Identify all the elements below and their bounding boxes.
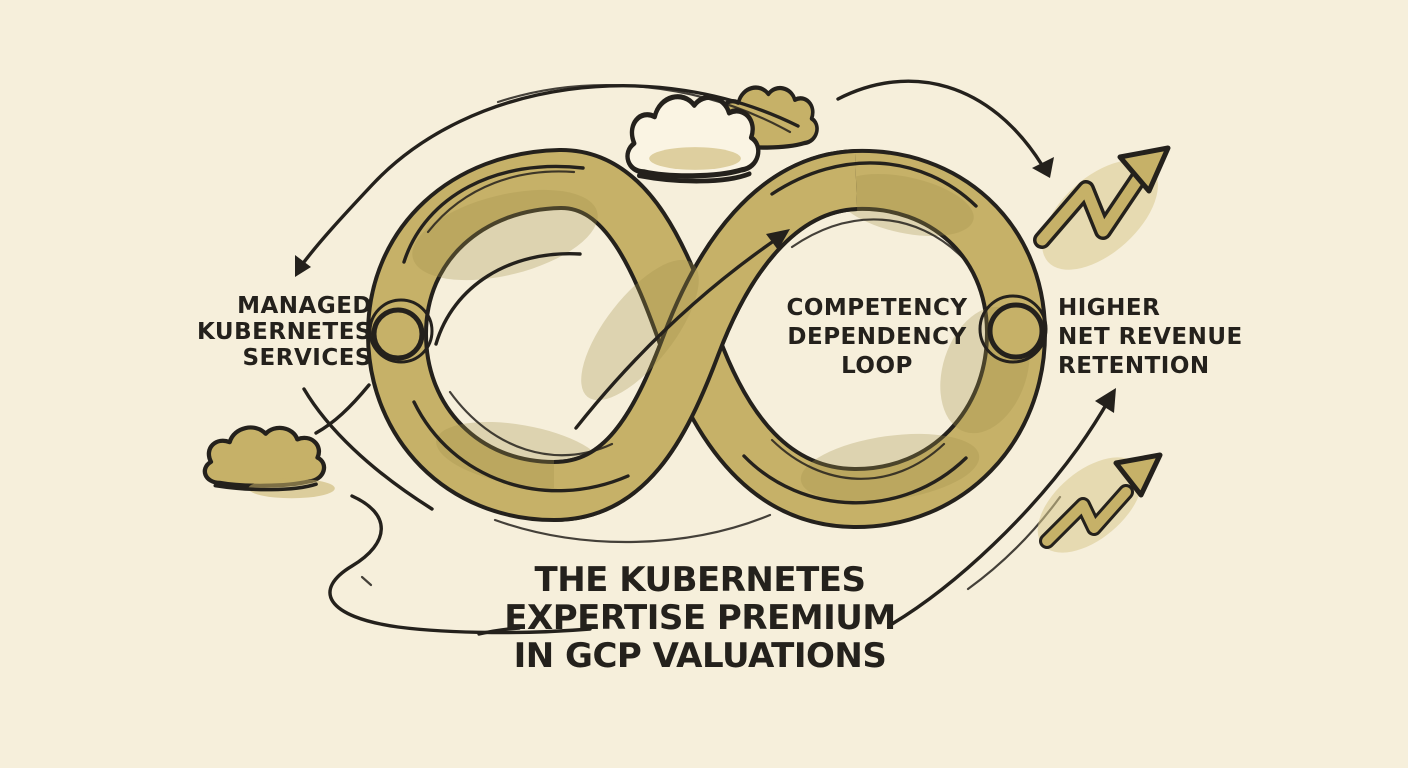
curved-arrow-to-growth-icon: [836, 79, 1054, 178]
flow-arrow-icon: [574, 229, 790, 430]
label-managed-kubernetes-services: MANAGED KUBERNETES SERVICES: [140, 293, 372, 371]
cloud-icon-top: [625, 94, 761, 184]
title-line: EXPERTISE PREMIUM: [504, 598, 896, 638]
cross-strokes-icon: [302, 383, 434, 511]
label-higher-net-revenue-retention: HIGHER NET REVENUE RETENTION: [1058, 294, 1338, 381]
label-competency-dependency-loop: COMPETENCY DEPENDENCY LOOP: [757, 294, 997, 381]
cloud-icon-bottom-left: [202, 425, 335, 499]
squiggle-icon: [328, 494, 592, 635]
infinity-loop: [365, 148, 1048, 544]
label-line: NET REVENUE: [1058, 324, 1243, 350]
label-line: MANAGED: [237, 293, 372, 319]
title-line: THE KUBERNETES: [534, 560, 866, 600]
growth-arrow-bottom-icon: [1037, 452, 1163, 553]
label-line: LOOP: [841, 353, 913, 379]
label-line: DEPENDENCY: [787, 324, 967, 350]
label-line: KUBERNETES: [197, 319, 372, 345]
label-line: HIGHER: [1058, 295, 1161, 321]
growth-arrow-top-icon: [1033, 145, 1171, 270]
page-title: THE KUBERNETES EXPERTISE PREMIUM IN GCP …: [420, 561, 980, 675]
curved-arrow-to-managed-icon: [295, 84, 800, 277]
title-line: IN GCP VALUATIONS: [513, 636, 887, 676]
node-left: [368, 298, 434, 364]
label-line: COMPETENCY: [786, 295, 968, 321]
node-right: [978, 294, 1048, 364]
label-line: SERVICES: [242, 345, 372, 371]
label-line: RETENTION: [1058, 353, 1210, 379]
